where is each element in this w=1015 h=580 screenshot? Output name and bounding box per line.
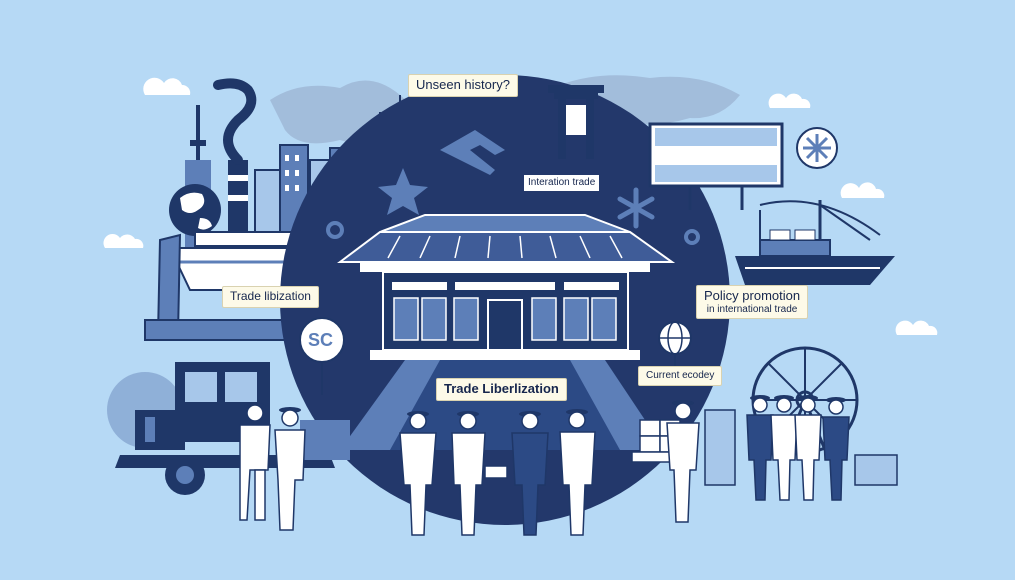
- cargo-ship-right: [735, 229, 895, 285]
- airplane-icon: [440, 130, 505, 175]
- label-unseen-history: Unseen history?: [408, 74, 518, 97]
- currency-sign-text: SC: [308, 330, 334, 350]
- snowflake-icon: [617, 187, 655, 229]
- city-skyline-right: [548, 85, 881, 258]
- gear-icon-right: [684, 229, 700, 245]
- business-people: [239, 395, 850, 536]
- clouds: [103, 77, 938, 335]
- currency-sign-icon: [299, 317, 345, 395]
- document-stack: [704, 409, 898, 486]
- label-policy-promotion-line1: Policy promotion: [704, 288, 801, 303]
- label-trade-liberalization-center: Trade Liberlization: [436, 378, 567, 401]
- globe-icon-small: [658, 321, 692, 375]
- central-building: [337, 214, 676, 450]
- gear-icon: [326, 221, 344, 239]
- star-icon: [378, 168, 428, 215]
- label-international-trade: Interation trade: [524, 175, 600, 191]
- cargo-crates: [631, 419, 695, 463]
- label-policy-promotion: Policy promotion in international trade: [696, 285, 809, 320]
- label-policy-promotion-line2: in international trade: [706, 303, 798, 315]
- label-current-economy: Current ecodey: [638, 366, 723, 386]
- label-trade-liberalization-left: Trade libization: [222, 286, 319, 308]
- globe-icon: [169, 184, 221, 236]
- vintage-car: [107, 362, 350, 495]
